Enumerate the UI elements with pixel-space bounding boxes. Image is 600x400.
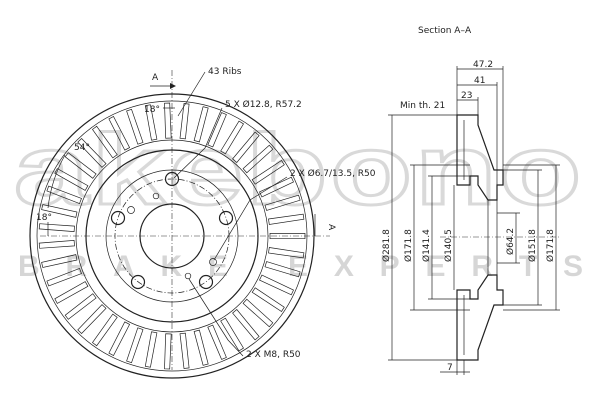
rib: [108, 321, 131, 356]
rib: [144, 104, 158, 141]
rib: [193, 106, 209, 143]
dia-pilot: Ø141.4: [421, 229, 432, 262]
rib: [207, 324, 227, 360]
bolt-hole: [164, 171, 180, 187]
small-holes-callout: 2 X Ø6.7/13.5, R50: [290, 168, 376, 179]
hat-inner-circle: [105, 169, 239, 303]
rib: [232, 309, 260, 341]
dia-hat-right: Ø171.8: [545, 229, 556, 262]
dim-flange: 7: [447, 363, 453, 373]
rib: [64, 293, 97, 320]
section-marker-top: A: [150, 73, 176, 89]
rib: [38, 223, 75, 232]
hat-outer-edge: [85, 149, 259, 323]
dim-hat-width: 41: [474, 76, 485, 86]
callouts: 43 Ribs 5 X Ø12.8, R57.2 2 X Ø6.7/13.5, …: [173, 67, 376, 360]
thread-hole: [184, 272, 192, 280]
angle-annotations: 18° 54° 18°: [36, 105, 175, 236]
rib: [46, 185, 82, 205]
ventilation-ribs: [38, 102, 306, 370]
rib: [54, 168, 89, 191]
rib: [269, 232, 306, 240]
section-letter-top: A: [152, 73, 159, 83]
rib: [259, 176, 294, 198]
bolt-hole: [198, 274, 214, 290]
front-view: A A 18° 54° 18° 43 Ribs 5 X Ø12.8, R57.2…: [29, 67, 376, 379]
locating-hole: [209, 258, 217, 266]
angle-bottom: 18°: [36, 213, 52, 223]
rib: [54, 281, 89, 304]
rib: [164, 102, 172, 139]
angle-top: 18°: [144, 105, 160, 115]
section-outline: [440, 114, 560, 361]
rib: [64, 152, 97, 179]
dia-hat-outer: Ø151.8: [527, 229, 538, 262]
rib: [220, 317, 244, 352]
rib: [41, 254, 78, 268]
rib: [179, 332, 190, 369]
bolt-hole: [218, 210, 234, 226]
width-dimensions: 47.2 41 23 Min th. 21 7: [400, 60, 504, 375]
outer-friction-ring: [36, 100, 308, 372]
rib: [38, 240, 75, 249]
rib: [41, 204, 78, 218]
section-view: Section A–A 47.2 41: [381, 26, 560, 375]
wheel-bolt-holes: [110, 171, 234, 290]
bolt-pitch-circle: [114, 178, 230, 294]
rib: [144, 331, 158, 368]
rib: [126, 327, 144, 364]
center-bore: [139, 203, 205, 269]
rib: [46, 267, 82, 287]
section-letter-right: A: [326, 224, 336, 231]
rib: [92, 125, 118, 159]
rib: [259, 274, 294, 296]
watermark: akebono BRAKE EXPERTS: [13, 113, 584, 284]
bolt-holes-callout: 5 X Ø12.8, R57.2: [225, 99, 302, 110]
dim-disc-thickness: 23: [461, 91, 472, 101]
locating-hole: [127, 206, 135, 214]
min-thickness: Min th. 21: [400, 101, 445, 111]
rib: [232, 131, 260, 163]
rib: [193, 329, 209, 366]
thread-hole: [152, 192, 160, 200]
rib: [268, 247, 305, 259]
rib: [77, 304, 107, 334]
bolt-hole: [130, 274, 146, 290]
section-marker-right: A: [314, 214, 336, 236]
dia-recess: Ø140.5: [443, 229, 454, 262]
dia-bore: Ø64.2: [505, 228, 516, 255]
rib: [264, 194, 301, 211]
locating-holes: [127, 206, 217, 266]
rib: [207, 112, 227, 148]
diameter-dimensions: Ø281.8 Ø171.8 Ø141.4 Ø140.5 Ø64.2 Ø151.8…: [381, 114, 560, 361]
rib: [251, 287, 285, 312]
rib: [242, 298, 274, 328]
rib: [179, 103, 190, 140]
outer-disc-edge: [29, 93, 315, 379]
thread-holes: [152, 192, 192, 280]
dim-total-width: 47.2: [473, 60, 493, 70]
rib: [242, 144, 274, 174]
bolt-hole: [110, 210, 126, 226]
section-title: Section A–A: [418, 26, 472, 36]
dia-hat-left: Ø171.8: [403, 229, 414, 262]
angle-left: 54°: [74, 143, 90, 153]
dia-outer: Ø281.8: [381, 229, 392, 262]
rib: [251, 160, 285, 185]
ribs-callout: 43 Ribs: [208, 67, 242, 77]
rib: [92, 313, 118, 347]
rib: [264, 261, 301, 278]
rib: [220, 120, 244, 155]
rib: [164, 333, 172, 370]
inner-friction-ring: [75, 139, 269, 333]
rib: [268, 213, 305, 225]
rib: [126, 108, 144, 145]
rib: [77, 138, 107, 168]
thread-holes-callout: 2 X M8, R50: [246, 350, 301, 360]
rib: [108, 116, 131, 151]
